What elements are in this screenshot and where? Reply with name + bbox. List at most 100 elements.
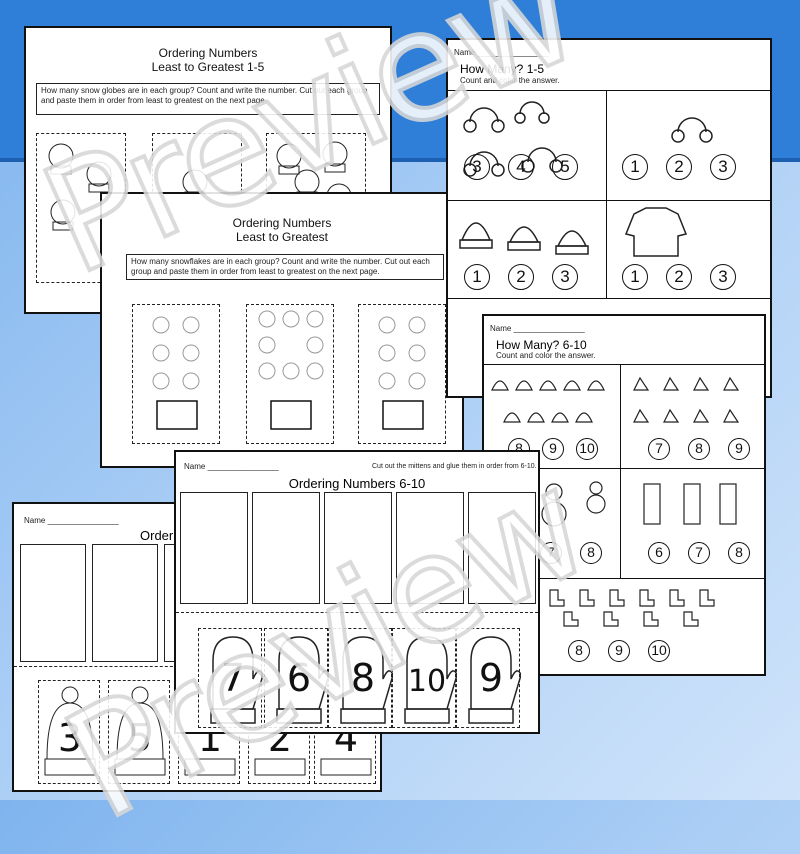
answer-circle[interactable]: 9 (542, 438, 564, 460)
worksheet-title: Ordering Numbers Least to Greatest 1-5 (26, 46, 390, 74)
answer-circle[interactable]: 9 (608, 640, 630, 662)
instructions-text: Cut out the mittens and glue them in ord… (372, 463, 537, 470)
mitten-icon: 9 (468, 636, 522, 724)
mitten-card: 9 (456, 628, 522, 728)
name-label: Name (490, 324, 512, 333)
winter-hat-icon: 5 (114, 686, 166, 776)
answer-circle[interactable]: 10 (648, 640, 670, 662)
title-line-2: Least to Greatest 1-5 (151, 60, 265, 74)
answer-circle[interactable]: 3 (464, 154, 490, 180)
worksheet-subtitle: Count and color the answer. (496, 351, 596, 360)
divider (448, 298, 770, 299)
divider (448, 200, 770, 201)
snowflake-icon (258, 310, 324, 430)
answer-circle[interactable]: 4 (508, 154, 534, 180)
name-line: Name ________________ (184, 462, 279, 471)
instructions-text: How many snow globes are in each group? … (41, 86, 368, 105)
title-line-1: Ordering Numbers (158, 46, 258, 60)
mitten-number: 7 (221, 656, 245, 700)
name-label: Name (184, 462, 206, 471)
mitten-icon: 7 (210, 636, 264, 724)
instructions-text: How many snowflakes are in each group? C… (131, 257, 430, 276)
divider (484, 468, 764, 469)
answer-circle[interactable]: 6 (648, 542, 670, 564)
answer-circle[interactable]: 3 (710, 264, 736, 290)
worksheet-subtitle: Count and color the answer. (460, 76, 560, 85)
answer-circle[interactable]: 5 (552, 154, 578, 180)
worksheet-ordering-6-10: Name ________________ Cut out the mitten… (174, 450, 540, 734)
answer-circle[interactable]: 7 (648, 438, 670, 460)
hat-number: 3 (58, 716, 82, 760)
divider (484, 578, 764, 579)
worksheet-title: How Many? 1-5 (460, 62, 545, 76)
worksheet-title: How Many? 6-10 (496, 338, 587, 352)
cut-line (176, 612, 538, 613)
boot-icon (549, 589, 715, 627)
mitten-number: 9 (479, 656, 503, 700)
name-line: Name ________________ (24, 516, 119, 525)
mitten-icon: 8 (340, 636, 394, 724)
answer-circle[interactable]: 3 (710, 154, 736, 180)
mitten-card: 6 (264, 628, 330, 728)
divider (606, 90, 607, 298)
mitten-icon: 6 (276, 636, 330, 724)
mitten-number: 6 (287, 656, 311, 700)
mitten-icon: 10 (404, 636, 458, 724)
glove-icon (633, 376, 740, 423)
snowflake-group-1 (132, 304, 220, 444)
name-line: Name ________________ (454, 48, 549, 57)
title-line-1: Ordering Numbers (232, 216, 332, 230)
answer-circle[interactable]: 1 (622, 154, 648, 180)
snowflake-group-3 (358, 304, 446, 444)
divider (448, 90, 770, 91)
snowflake-group-2 (246, 304, 334, 444)
title-line-2: Least to Greatest (235, 230, 329, 244)
answer-circle[interactable]: 7 (688, 542, 710, 564)
band-divider (0, 158, 800, 162)
snowflake-icon (378, 316, 426, 430)
hat-card: 5 (108, 680, 170, 784)
hat-number: 5 (128, 716, 152, 760)
answer-box (20, 544, 86, 662)
divider (484, 364, 764, 365)
answer-circle[interactable]: 8 (688, 438, 710, 460)
instructions-box: How many snow globes are in each group? … (36, 83, 380, 115)
answer-box (324, 492, 392, 604)
name-label: Name (24, 516, 46, 525)
winter-hat-icon (491, 376, 740, 423)
answer-circle[interactable]: 8 (580, 542, 602, 564)
worksheet-title: Ordering Numbers 6-10 (288, 476, 426, 491)
snowflake-icon (152, 316, 200, 430)
snowman-icon (541, 481, 737, 527)
answer-box (180, 492, 248, 604)
worksheet-title: Ordering Numbers Least to Greatest (102, 216, 462, 244)
mitten-number: 8 (351, 656, 375, 700)
answer-circle[interactable]: 3 (552, 264, 578, 290)
snow-globe-icon (48, 143, 112, 231)
instructions-box: How many snowflakes are in each group? C… (126, 254, 444, 280)
answer-circle[interactable]: 2 (666, 264, 692, 290)
answer-box (252, 492, 320, 604)
name-label: Name (454, 48, 476, 57)
answer-box (468, 492, 536, 604)
divider (620, 364, 621, 578)
worksheet-ordering-snowflakes: Ordering Numbers Least to Greatest How m… (100, 192, 464, 468)
answer-circle[interactable]: 2 (508, 264, 534, 290)
winter-hat-icon (459, 207, 688, 257)
mitten-card: 8 (328, 628, 394, 728)
answer-circle[interactable]: 9 (728, 438, 750, 460)
answer-circle[interactable]: 10 (576, 438, 598, 460)
hat-card: 3 (38, 680, 100, 784)
answer-circle[interactable]: 2 (666, 154, 692, 180)
answer-circle[interactable]: 8 (728, 542, 750, 564)
answer-box (396, 492, 464, 604)
answer-circle[interactable]: 7 (540, 542, 562, 564)
answer-box (92, 544, 158, 662)
answer-circle[interactable]: 1 (622, 264, 648, 290)
answer-circle[interactable]: 8 (568, 640, 590, 662)
mitten-number: 10 (408, 664, 446, 699)
name-line: Name ________________ (490, 324, 585, 333)
answer-circle[interactable]: 1 (464, 264, 490, 290)
winter-hat-icon: 3 (44, 686, 96, 776)
mitten-card: 10 (392, 628, 458, 728)
